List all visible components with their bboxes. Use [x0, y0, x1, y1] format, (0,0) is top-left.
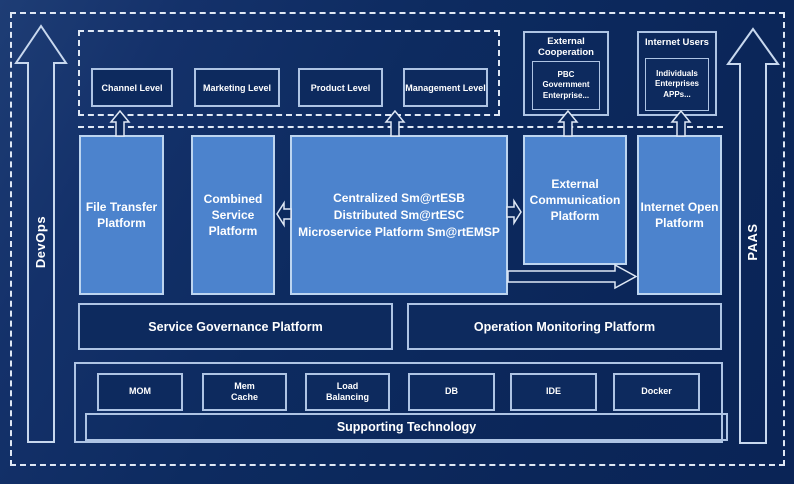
mem-cache-box: Mem Cache	[202, 373, 287, 411]
supporting-technology-label: Supporting Technology	[336, 420, 477, 434]
supporting-technology-container	[74, 362, 723, 443]
ide-label: IDE	[545, 386, 561, 397]
management-level-label: Management Level	[405, 82, 486, 93]
marketing-level-box: Marketing Level	[194, 68, 280, 107]
combined-service-platform-label: Combined Service Platform	[203, 191, 263, 239]
docker-box: Docker	[613, 373, 700, 411]
paas-rail-label: PAAS	[745, 223, 760, 261]
individuals-enterprises-apps-box: Individuals Enterprises APPs...	[645, 58, 709, 111]
pbc-government-enterprise-box: PBC Government Enterprise...	[532, 61, 600, 110]
devops-rail-label: DevOps	[33, 215, 48, 269]
product-level-label: Product Level	[310, 82, 371, 93]
emsp-line: Microservice Platform Sm@rtEMSP	[298, 224, 500, 239]
combined-service-platform-box: Combined Service Platform	[191, 135, 275, 295]
external-cooperation-title: External Cooperation	[538, 36, 594, 59]
esb-line: Centralized Sm@rtESB	[333, 190, 465, 205]
product-level-box: Product Level	[298, 68, 383, 107]
file-transfer-platform-box: File Transfer Platform	[79, 135, 164, 295]
mem-cache-line2: Cache	[230, 392, 258, 402]
supporting-technology-bar: Supporting Technology	[85, 413, 728, 441]
ide-box: IDE	[510, 373, 597, 411]
operation-monitoring-platform-box: Operation Monitoring Platform	[407, 303, 722, 350]
internet-open-platform-label: Internet Open Platform	[640, 199, 719, 230]
mom-box: MOM	[97, 373, 183, 411]
channel-level-label: Channel Level	[101, 82, 163, 93]
marketing-level-label: Marketing Level	[202, 82, 272, 93]
internet-users-box: Internet Users Individuals Enterprises A…	[637, 31, 717, 116]
mom-label: MOM	[129, 386, 151, 397]
docker-label: Docker	[641, 386, 672, 397]
db-label: DB	[445, 386, 458, 397]
individuals-enterprises-apps-label: Individuals Enterprises APPs...	[654, 68, 700, 99]
service-governance-platform-box: Service Governance Platform	[78, 303, 393, 350]
pbc-government-enterprise-label: PBC Government Enterprise...	[542, 69, 590, 100]
internet-users-title: Internet Users	[645, 37, 709, 48]
file-transfer-platform-label: File Transfer Platform	[85, 199, 158, 230]
management-level-box: Management Level	[403, 68, 488, 107]
external-cooperation-box: External Cooperation PBC Government Ente…	[523, 31, 609, 116]
external-communication-platform-box: External Communication Platform	[523, 135, 627, 265]
mem-cache-line1: Mem	[234, 380, 255, 391]
external-communication-platform-label: External Communication Platform	[529, 176, 621, 224]
service-governance-platform-label: Service Governance Platform	[148, 319, 323, 334]
operation-monitoring-platform-label: Operation Monitoring Platform	[473, 319, 656, 334]
levels-dashed-container	[78, 30, 500, 116]
db-box: DB	[408, 373, 495, 411]
load-balancing-line2: Balancing	[325, 392, 369, 402]
channel-level-box: Channel Level	[91, 68, 173, 107]
load-balancing-box: Load Balancing	[305, 373, 390, 411]
esc-line: Distributed Sm@rtESC	[333, 207, 465, 222]
dashed-separator-line	[78, 126, 723, 128]
esb-central-platform-box: Centralized Sm@rtESB Distributed Sm@rtES…	[290, 135, 508, 295]
internet-open-platform-box: Internet Open Platform	[637, 135, 722, 295]
load-balancing-line1: Load	[336, 380, 359, 391]
outer-dashed-frame	[10, 12, 785, 466]
